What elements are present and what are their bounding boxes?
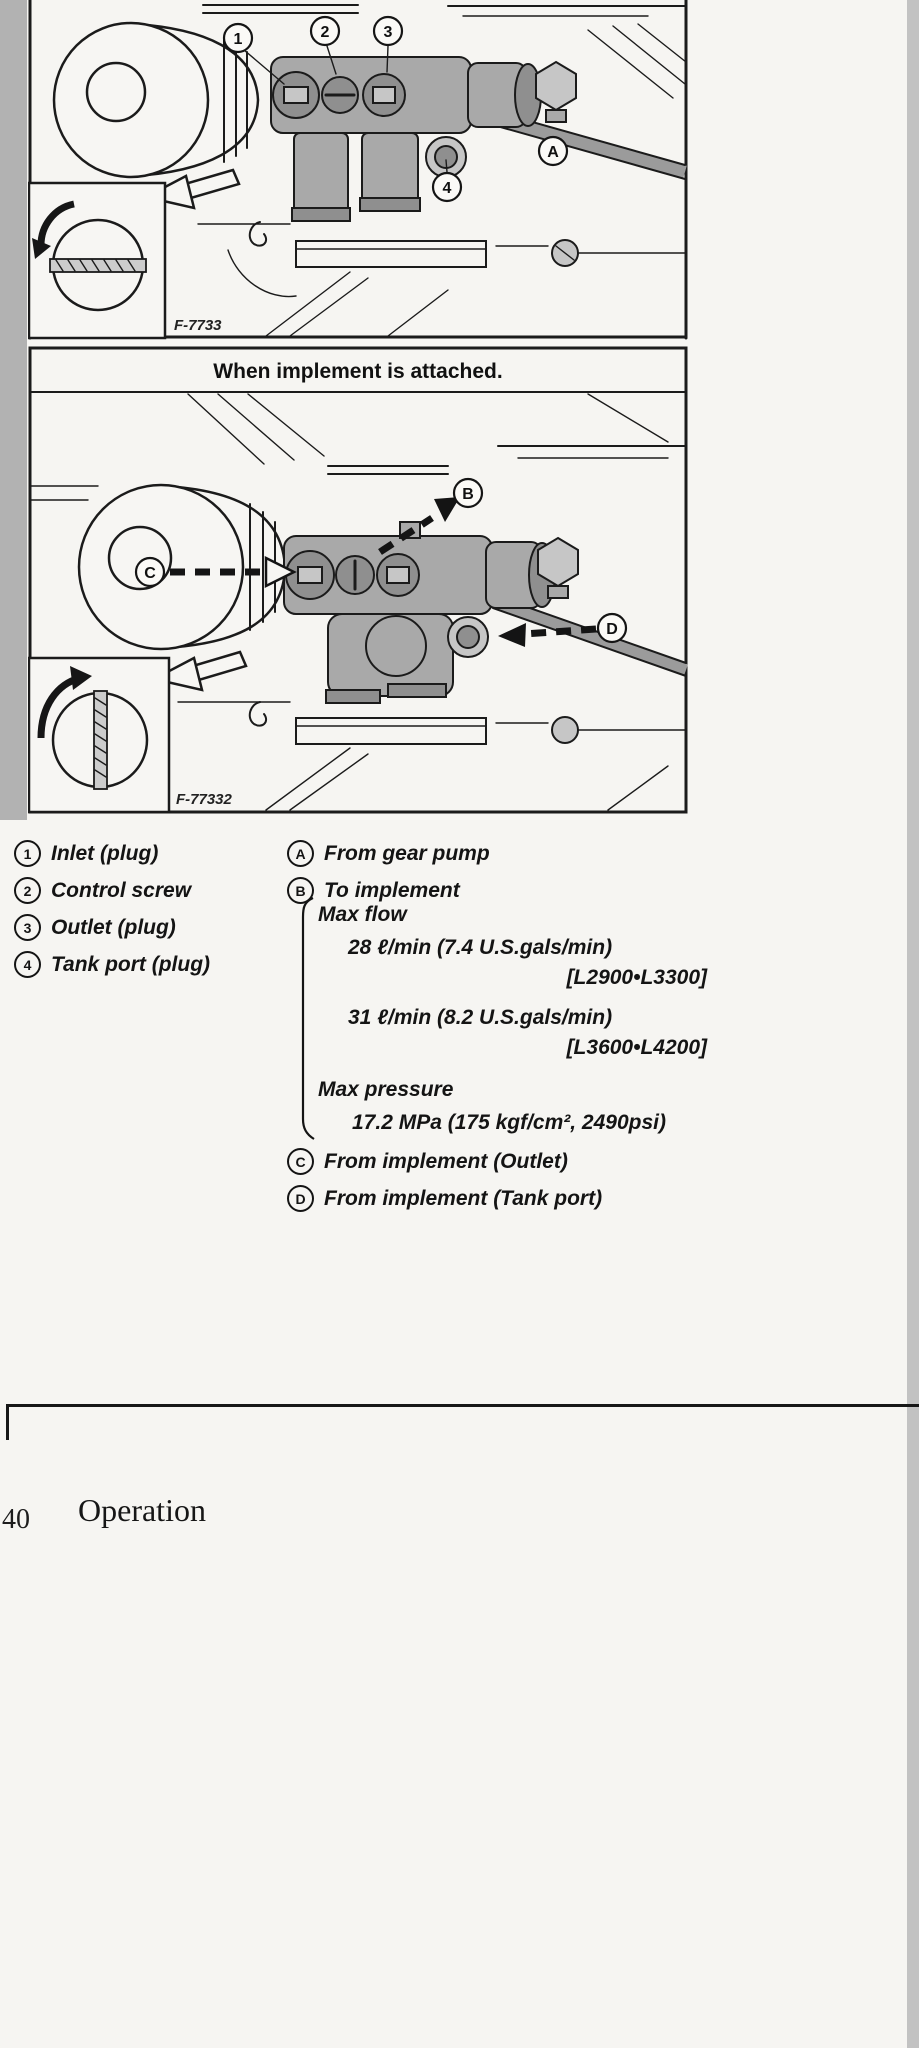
legend-item-outlet-label: Outlet (plug) [51, 915, 176, 939]
max-flow-models-l3600: [L3600•L4200] [566, 1036, 707, 1059]
callout-B: B [452, 477, 484, 509]
callout-D: D [596, 612, 628, 644]
filter-cylinder [52, 21, 260, 179]
figure-aux-valve-attached: When implement is attached. [28, 346, 688, 814]
rotate-ccw-arrow-icon [32, 200, 75, 259]
svg-text:D: D [606, 621, 618, 638]
scan-margin-left [0, 0, 27, 820]
callout-3: 3 [372, 15, 404, 73]
chassis-lines2 [29, 393, 687, 501]
callout-1: 1 [222, 22, 285, 85]
rotate-cw-arrow-icon [37, 666, 92, 739]
mount-bolt [535, 60, 577, 123]
svg-text:1: 1 [234, 31, 243, 48]
section-title: Operation [78, 1492, 206, 1528]
max-pressure-heading: Max pressure [318, 1078, 454, 1101]
legend-item-to-implement-label: To implement [324, 878, 460, 902]
figure2-title: When implement is attached. [213, 360, 502, 383]
legend-item-inlet-label: Inlet (plug) [51, 841, 159, 865]
svg-text:3: 3 [384, 24, 393, 41]
max-flow-models-l2900: [L2900•L3300] [566, 966, 707, 989]
legend-item-from-implement-outlet-label: From implement (Outlet) [324, 1149, 568, 1173]
direction-arrow2 [150, 650, 248, 692]
max-flow-value-l2900: 28 ℓ/min (7.4 U.S.gals/min) [348, 936, 613, 959]
legend-item-outlet: 3 Outlet (plug) [14, 914, 176, 941]
legend-item-from-implement-outlet: C From implement (Outlet) [287, 1148, 568, 1175]
legend-item-from-gear-pump: A From gear pump [287, 840, 490, 867]
figure2-number: F-77332 [176, 791, 233, 808]
scan-margin-right [907, 0, 919, 2048]
svg-text:2: 2 [321, 24, 330, 41]
callout-4: 4 [431, 159, 463, 203]
circled-C-icon: C [287, 1148, 314, 1175]
valve-assembly [270, 56, 542, 222]
legend-item-tank-port-label: Tank port (plug) [51, 952, 211, 976]
circled-1-icon: 1 [14, 840, 41, 867]
page-number: 40 [2, 1504, 30, 1535]
circled-2-icon: 2 [14, 877, 41, 904]
legend-item-to-implement: B To implement [287, 877, 460, 904]
circled-A-icon: A [287, 840, 314, 867]
spec-bracket [301, 896, 315, 1140]
svg-text:C: C [144, 565, 156, 582]
mount-bolt2 [537, 536, 579, 599]
frame-parts [197, 221, 687, 337]
chassis-lines [202, 4, 687, 99]
frame-border [28, 346, 688, 814]
frame-parts2 [177, 701, 687, 811]
circled-D-icon: D [287, 1185, 314, 1212]
callout-A: A [537, 135, 569, 167]
flow-arrow-B [378, 497, 460, 555]
callout-C: C [134, 556, 166, 588]
svg-text:4: 4 [443, 180, 452, 197]
legend-item-inlet: 1 Inlet (plug) [14, 840, 158, 867]
circled-3-icon: 3 [14, 914, 41, 941]
flow-arrow-C [170, 555, 297, 589]
svg-text:B: B [462, 486, 474, 503]
inset-valve-position-open [28, 656, 171, 814]
legend-item-control-screw-label: Control screw [51, 878, 192, 902]
filter-cylinder2 [77, 483, 287, 651]
figure1-number: F-7733 [174, 317, 222, 334]
legend-item-from-gear-pump-label: From gear pump [324, 841, 490, 865]
figure-aux-valve-detached: F-7733 1 2 3 4 A [28, 0, 688, 340]
callout-2: 2 [309, 15, 341, 75]
max-flow-value-l3600: 31 ℓ/min (8.2 U.S.gals/min) [348, 1006, 613, 1029]
max-pressure-value: 17.2 MPa (175 kgf/cm², 2490psi) [352, 1111, 666, 1134]
circled-B-icon: B [287, 877, 314, 904]
footer-rule-tick [6, 1404, 9, 1440]
legend-item-from-implement-tank: D From implement (Tank port) [287, 1185, 602, 1212]
legend-section: 1 Inlet (plug) 2 Control screw 3 Outlet … [0, 835, 919, 1225]
svg-text:A: A [547, 144, 559, 161]
legend-item-tank-port: 4 Tank port (plug) [14, 951, 210, 978]
legend-item-from-implement-tank-label: From implement (Tank port) [324, 1186, 603, 1210]
footer-rule [6, 1404, 919, 1407]
inset-valve-position-closed [28, 181, 167, 340]
circled-4-icon: 4 [14, 951, 41, 978]
legend-item-control-screw: 2 Control screw [14, 877, 191, 904]
flow-arrow-D [498, 623, 597, 647]
max-flow-heading: Max flow [318, 903, 407, 926]
